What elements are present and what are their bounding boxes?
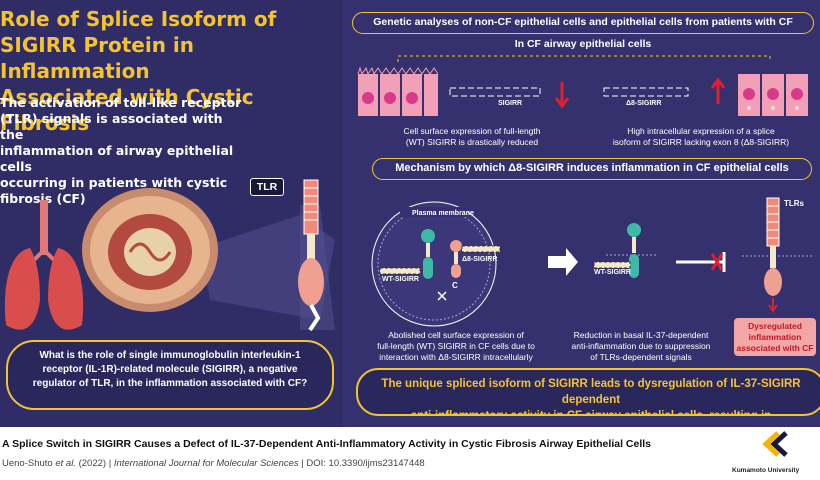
inhibition-icon xyxy=(676,252,726,272)
footer: A Splice Switch in SIGIRR Causes a Defec… xyxy=(0,427,820,480)
d8-sigirr-label: Δ8-SIGIRR xyxy=(626,100,662,107)
lungs-icon xyxy=(4,200,84,330)
left-epithelial-cells-icon xyxy=(357,66,439,116)
plasma-membrane-label: Plasma membrane xyxy=(412,210,474,217)
bronchus-icon xyxy=(82,188,218,312)
tlrs-receptor-icon xyxy=(742,197,812,313)
airway-illustration xyxy=(4,179,335,332)
cells-illustration xyxy=(357,55,808,116)
sigirr-label: SIGIRR xyxy=(498,100,523,107)
tlrs-label: TLRs xyxy=(784,199,804,208)
left-panel: Role of Splice Isoform of SIGIRR Protein… xyxy=(0,0,340,427)
authors: Ueno-Shuto xyxy=(2,458,56,469)
cf-airway-subheader: In CF airway epithelial cells xyxy=(514,38,652,50)
mechanism-illustration xyxy=(371,197,812,327)
genetic-analyses-header: Genetic analyses of non-CF epithelial ce… xyxy=(352,12,814,34)
wt-sigirr-dashes-icon xyxy=(449,82,570,109)
journal-name: International Journal for Molecular Scie… xyxy=(113,458,299,469)
question-box: What is the role of single immunoglobuli… xyxy=(6,340,334,410)
tlr-receptor-icon xyxy=(298,179,324,332)
mechanism-caption-1: Abolished cell surface expression of ful… xyxy=(377,330,535,362)
main-title: Role of Splice Isoform of SIGIRR Protein… xyxy=(0,7,277,135)
citation: Ueno-Shuto et al. (2022) | International… xyxy=(2,458,425,469)
d8-sigirr-molecule-icon xyxy=(450,240,501,278)
c-terminus-label: C xyxy=(452,281,458,290)
mechanism-caption-2: Reduction in basal IL-37-dependent anti-… xyxy=(571,330,711,362)
subtitle-text: The activation of toll-like receptor (TL… xyxy=(0,95,242,206)
wt-sigirr-label-2: WT-SIGIRR xyxy=(594,269,631,276)
arrow-right-icon xyxy=(548,248,578,276)
tlr-label: TLR xyxy=(250,178,284,196)
summary-box: The unique spliced isoform of SIGIRR lea… xyxy=(356,368,820,416)
right-epithelial-cells-icon xyxy=(738,74,808,116)
d8-sigirr-dashes-icon xyxy=(603,77,726,104)
mechanism-header: Mechanism by which Δ8-SIGIRR induces inf… xyxy=(372,158,812,180)
doi: | DOI: 10.3390/ijms23147448 xyxy=(298,458,425,469)
wt-sigirr-membrane-icon xyxy=(593,223,656,278)
university-logo-text: Kumamoto University xyxy=(732,467,800,474)
right-genetic-caption: High intracellular expression of a splic… xyxy=(612,126,790,147)
d8-sigirr-mech-label: Δ8-SIGIRR xyxy=(462,256,498,263)
paper-title: A Splice Switch in SIGIRR Causes a Defec… xyxy=(2,438,652,450)
university-logo-icon xyxy=(762,431,788,457)
et-al: et al. xyxy=(55,458,76,469)
infographic-poster: Role of Splice Isoform of SIGIRR Protein… xyxy=(0,0,820,427)
wt-sigirr-label: WT-SIGIRR xyxy=(382,276,419,283)
wt-sigirr-molecule-icon xyxy=(379,229,435,279)
left-genetic-caption: Cell surface expression of full-length (… xyxy=(403,126,541,147)
cross-icon xyxy=(437,291,447,301)
dysregulated-inflammation-box: Dysregulated inflammation associated wit… xyxy=(734,318,816,356)
year: (2022) | xyxy=(75,458,114,469)
